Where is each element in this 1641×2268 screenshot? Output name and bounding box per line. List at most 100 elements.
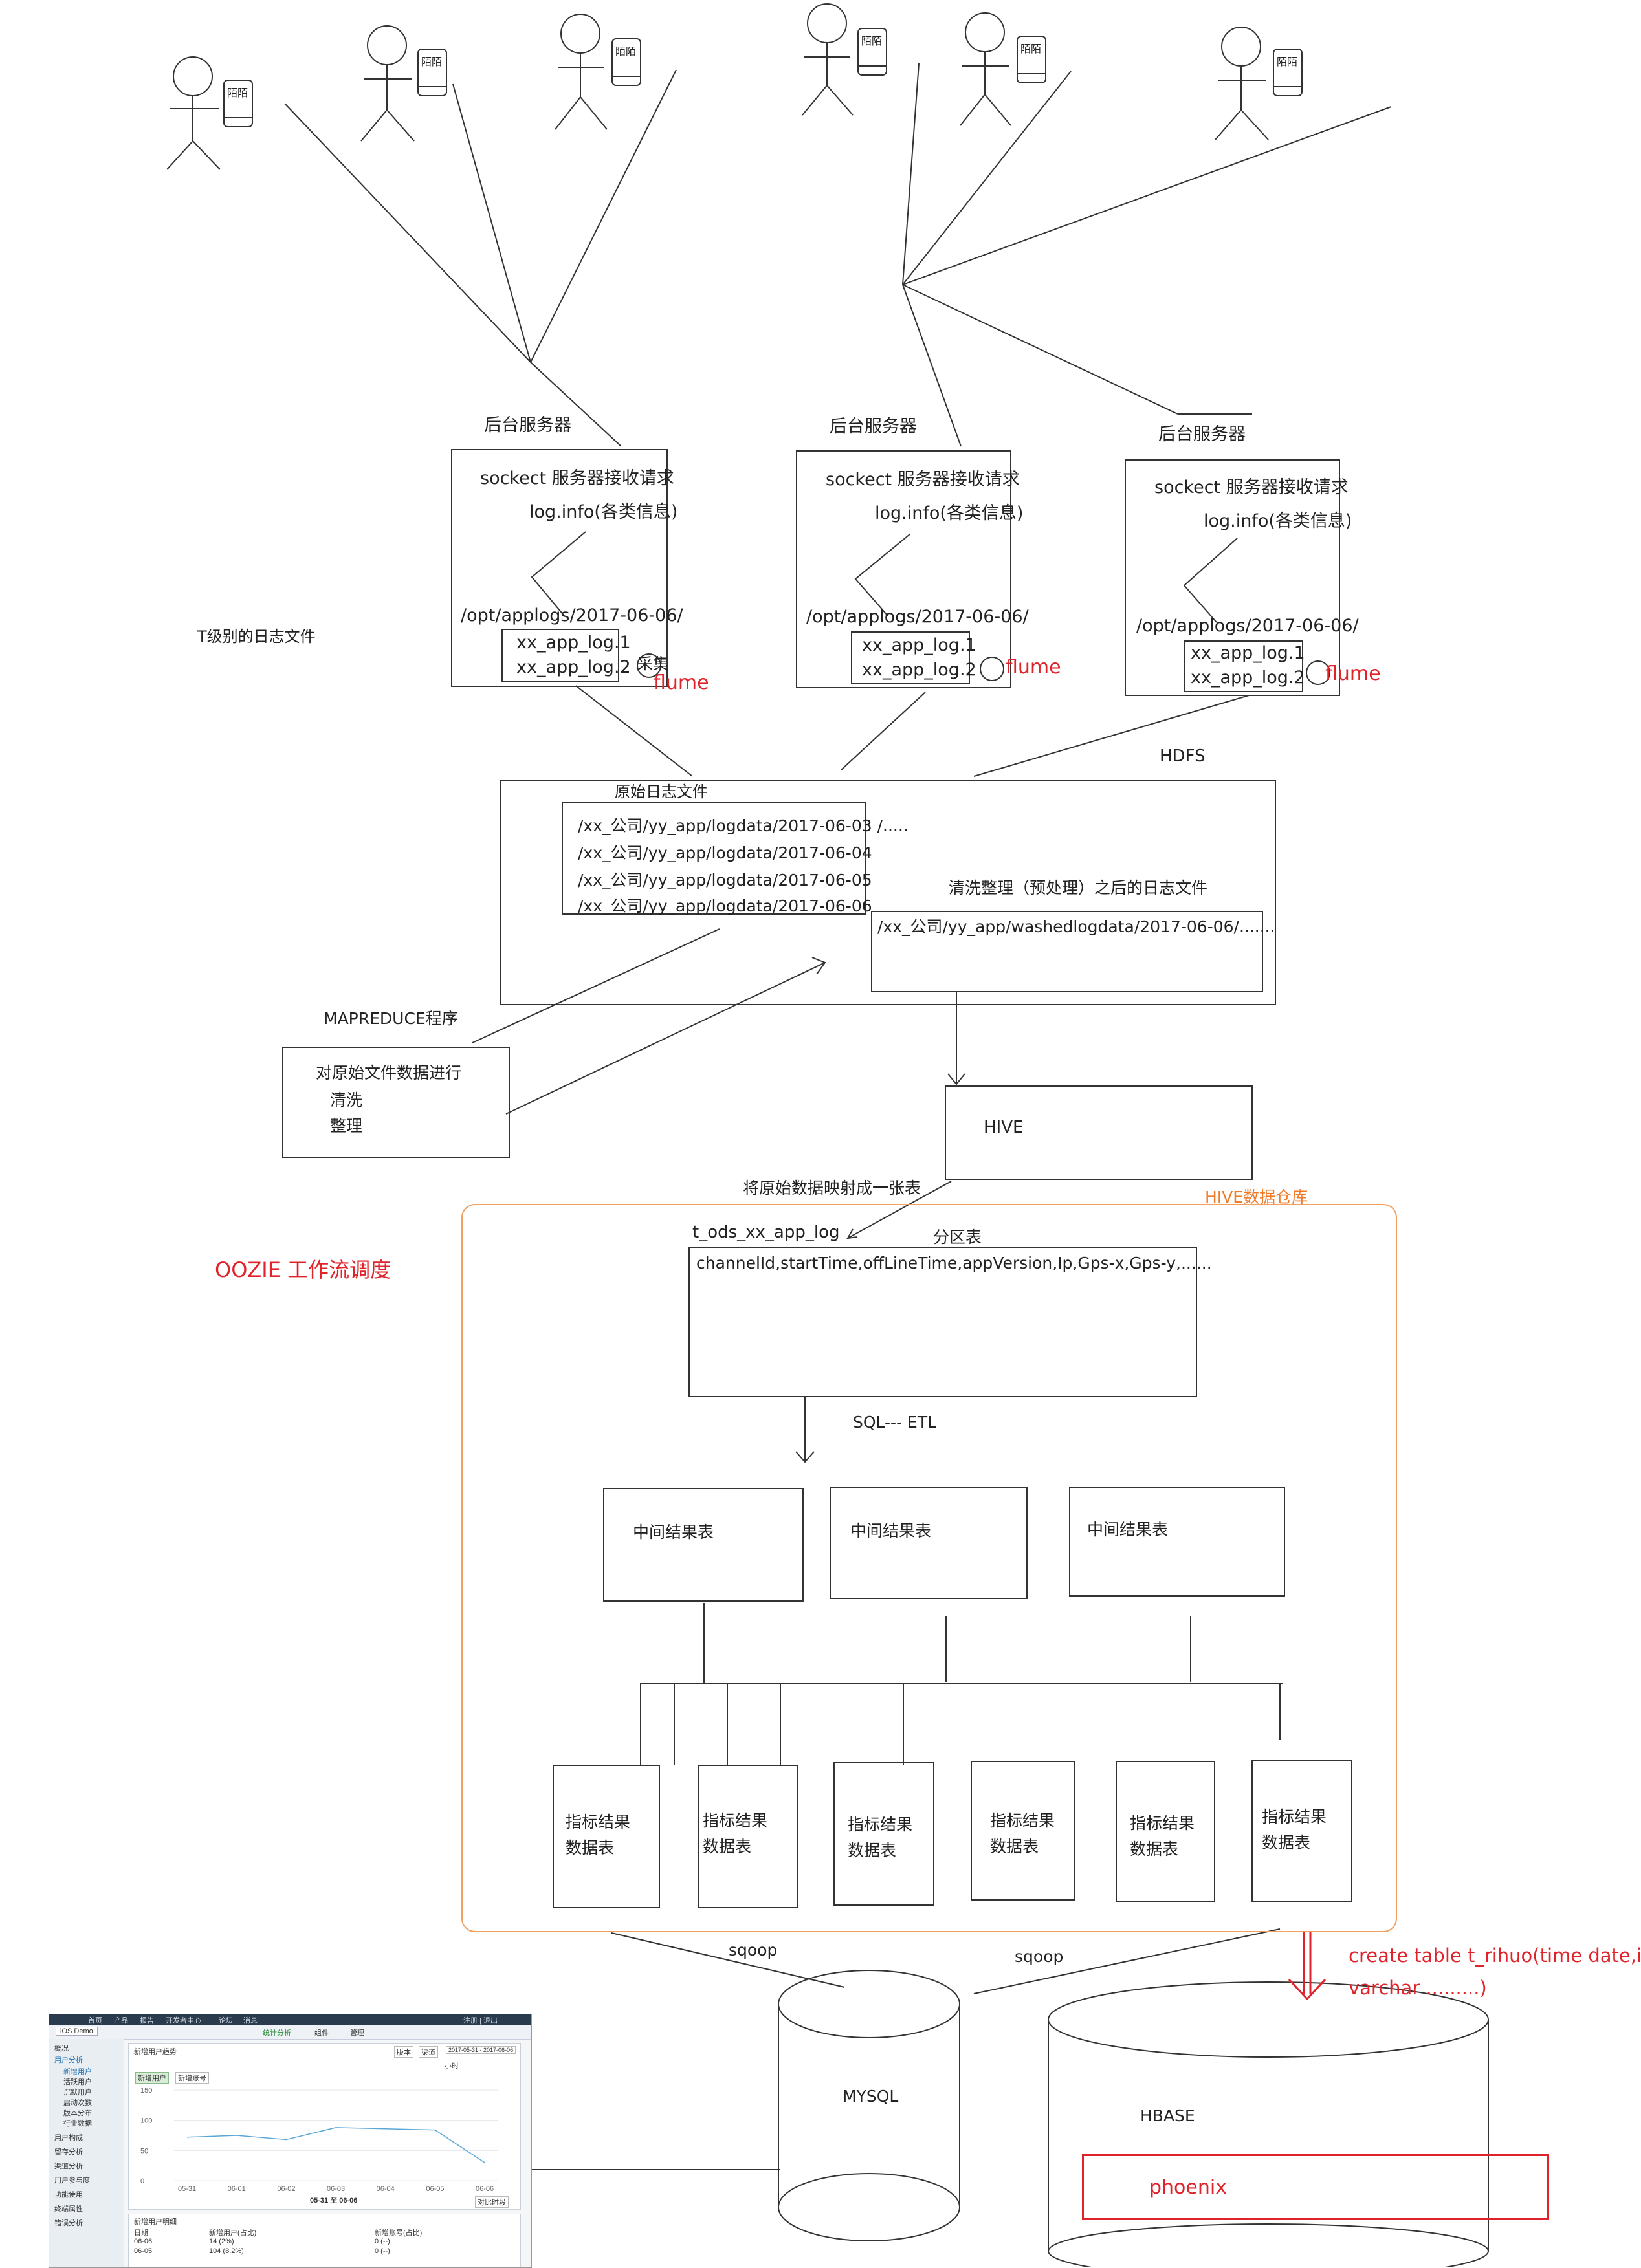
hdfs-box (500, 780, 1276, 1005)
server-box (796, 450, 1011, 688)
dash-side-item[interactable]: 沉默用户 (63, 2089, 92, 2097)
dash-side-item[interactable]: 用户分析 (54, 2056, 83, 2064)
phone-label: 陌陌 (1277, 56, 1298, 68)
dash-app-selector[interactable]: iOS Demo (56, 2027, 98, 2036)
phoenix-box (1082, 2154, 1549, 2220)
metric-table-label: 数据表 (1130, 1840, 1179, 1859)
dash-side-item[interactable]: 概况 (54, 2045, 69, 2053)
phone-label: 陌陌 (421, 56, 443, 68)
phones (223, 28, 1303, 127)
t-level-label: T级别的日志文件 (197, 627, 316, 646)
dash-nav-item[interactable]: 报告 (140, 2017, 154, 2025)
mysql-label: MYSQL (843, 2087, 899, 2106)
dash-nav-item[interactable]: 首页 (88, 2017, 102, 2025)
hbase-label: HBASE (1140, 2106, 1195, 2125)
user-figure-6 (1215, 27, 1269, 140)
dash-tab[interactable]: 统计分析 (263, 2029, 291, 2037)
mapreduce-box (282, 1047, 510, 1158)
dash-side-item[interactable]: 版本分布 (63, 2110, 92, 2117)
log-file: xx_app_log.2 (862, 660, 976, 680)
dash-toggle-new-users[interactable]: 新增用户 (135, 2072, 169, 2084)
middle-table (1069, 1487, 1285, 1597)
dash-side-item[interactable]: 终端属性 (54, 2205, 83, 2213)
phoenix-label: phoenix (1149, 2176, 1227, 2199)
dash-side-item[interactable]: 渠道分析 (54, 2163, 83, 2170)
hive-box (945, 1085, 1253, 1180)
washed-log-title: 清洗整理（预处理）之后的日志文件 (949, 878, 1208, 897)
dash-side-item[interactable]: 用户构成 (54, 2134, 83, 2142)
dash-filter-channel[interactable]: 渠道 (419, 2046, 438, 2058)
raw-log-path: /xx_公司/yy_app/logdata/2017-06-04 (578, 844, 872, 862)
mapreduce-line1: 对原始文件数据进行 (316, 1063, 462, 1082)
dash-nav-item[interactable]: 开发者中心 (166, 2017, 201, 2025)
metric-table-label: 指标结果 (990, 1811, 1055, 1830)
dash-side-item[interactable]: 错误分析 (54, 2219, 83, 2227)
dash-sidebar: 概况 用户分析 新增用户 活跃用户 沉默用户 启动次数 版本分布 行业数据 用户… (49, 2039, 124, 2267)
metric-table-label: 数据表 (566, 1838, 615, 1857)
dash-y-tick: 50 (140, 2147, 148, 2155)
dash-tab[interactable]: 组件 (314, 2029, 329, 2037)
dash-filter-version[interactable]: 版本 (394, 2046, 413, 2058)
dash-detail-cell: 06-05 (134, 2247, 153, 2255)
dash-x-tick: 06-04 (377, 2185, 395, 2193)
dash-granularity[interactable]: 小时 (445, 2062, 459, 2070)
dash-side-item[interactable]: 启动次数 (63, 2099, 92, 2107)
create-table-line2: varchar .........) (1349, 1977, 1487, 1999)
log-files-box (501, 629, 619, 682)
middle-table (830, 1487, 1028, 1599)
mapreduce-line2: 清洗 (330, 1091, 363, 1109)
server-box (1125, 459, 1340, 696)
dash-detail-header: 新增账号(占比) (375, 2229, 423, 2237)
hive-warehouse-label: HIVE数据仓库 (1205, 1188, 1308, 1206)
dash-nav-item[interactable]: 论坛 (219, 2017, 233, 2025)
raw-log-path: /xx_公司/yy_app/logdata/2017-06-03 /..... (578, 816, 909, 835)
dash-filter-date[interactable]: 2017-05-31 - 2017-06-06 (446, 2046, 516, 2054)
server-title: 后台服务器 (484, 415, 571, 435)
dashboard-screenshot: 首页 产品 报告 开发者中心 论坛 消息 注册 | 退出 iOS Demo 统计… (49, 2014, 532, 2268)
ods-table-name: t_ods_xx_app_log (692, 1223, 840, 1242)
dash-side-item[interactable]: 活跃用户 (63, 2078, 92, 2086)
server-title: 后台服务器 (830, 417, 917, 437)
dash-series-line (186, 2127, 485, 2163)
dash-nav-item[interactable]: 消息 (243, 2017, 258, 2025)
dash-detail-cell: 06-06 (134, 2238, 153, 2245)
dash-compare-button[interactable]: 对比时段 (475, 2196, 509, 2208)
dash-side-item[interactable]: 用户参与度 (54, 2177, 90, 2185)
server-title: 后台服务器 (1158, 424, 1246, 444)
dash-tab[interactable]: 管理 (350, 2029, 364, 2037)
mapreduce-label: MAPREDUCE程序 (324, 1009, 458, 1028)
raw-log-box (562, 802, 866, 915)
phone-label: 陌陌 (615, 45, 637, 58)
metric-table-label: 指标结果 (1130, 1814, 1195, 1833)
dash-detail-header: 新增用户(占比) (209, 2229, 257, 2237)
user-figure-3 (555, 14, 608, 130)
dash-side-item[interactable]: 功能使用 (54, 2191, 83, 2199)
dash-panel-title: 新增用户趋势 (134, 2048, 177, 2056)
raw-log-title: 原始日志文件 (615, 783, 708, 801)
washed-log-path: /xx_公司/yy_app/washedlogdata/2017-06-06/.… (877, 917, 1275, 936)
dash-toggle-new-accounts[interactable]: 新增账号 (175, 2072, 209, 2084)
phone-label: 陌陌 (1020, 43, 1042, 55)
partition-label: 分区表 (933, 1228, 982, 1247)
dash-x-tick: 06-02 (277, 2185, 295, 2193)
dash-auth-links[interactable]: 注册 | 退出 (463, 2017, 498, 2025)
dash-side-item[interactable]: 留存分析 (54, 2148, 83, 2156)
dash-subbar: iOS Demo 统计分析 组件 管理 (49, 2025, 531, 2040)
dash-side-item[interactable]: 行业数据 (63, 2120, 92, 2128)
dash-side-item[interactable]: 新增用户 (63, 2068, 92, 2076)
ods-table-box (688, 1247, 1197, 1397)
metric-table-label: 指标结果 (848, 1815, 913, 1834)
dash-nav-item[interactable]: 产品 (114, 2017, 128, 2025)
metric-table (553, 1765, 660, 1908)
metric-table-label: 指标结果 (703, 1811, 768, 1830)
dash-x-tick: 06-01 (228, 2185, 246, 2193)
metric-table (698, 1765, 798, 1908)
log-file: xx_app_log.2 (516, 657, 631, 677)
log-files-box (851, 631, 970, 684)
middle-table (603, 1488, 804, 1602)
dash-y-tick: 100 (140, 2117, 152, 2125)
dash-date-range: 05-31 至 06-06 (310, 2197, 358, 2205)
metric-table-label: 数据表 (990, 1837, 1039, 1856)
